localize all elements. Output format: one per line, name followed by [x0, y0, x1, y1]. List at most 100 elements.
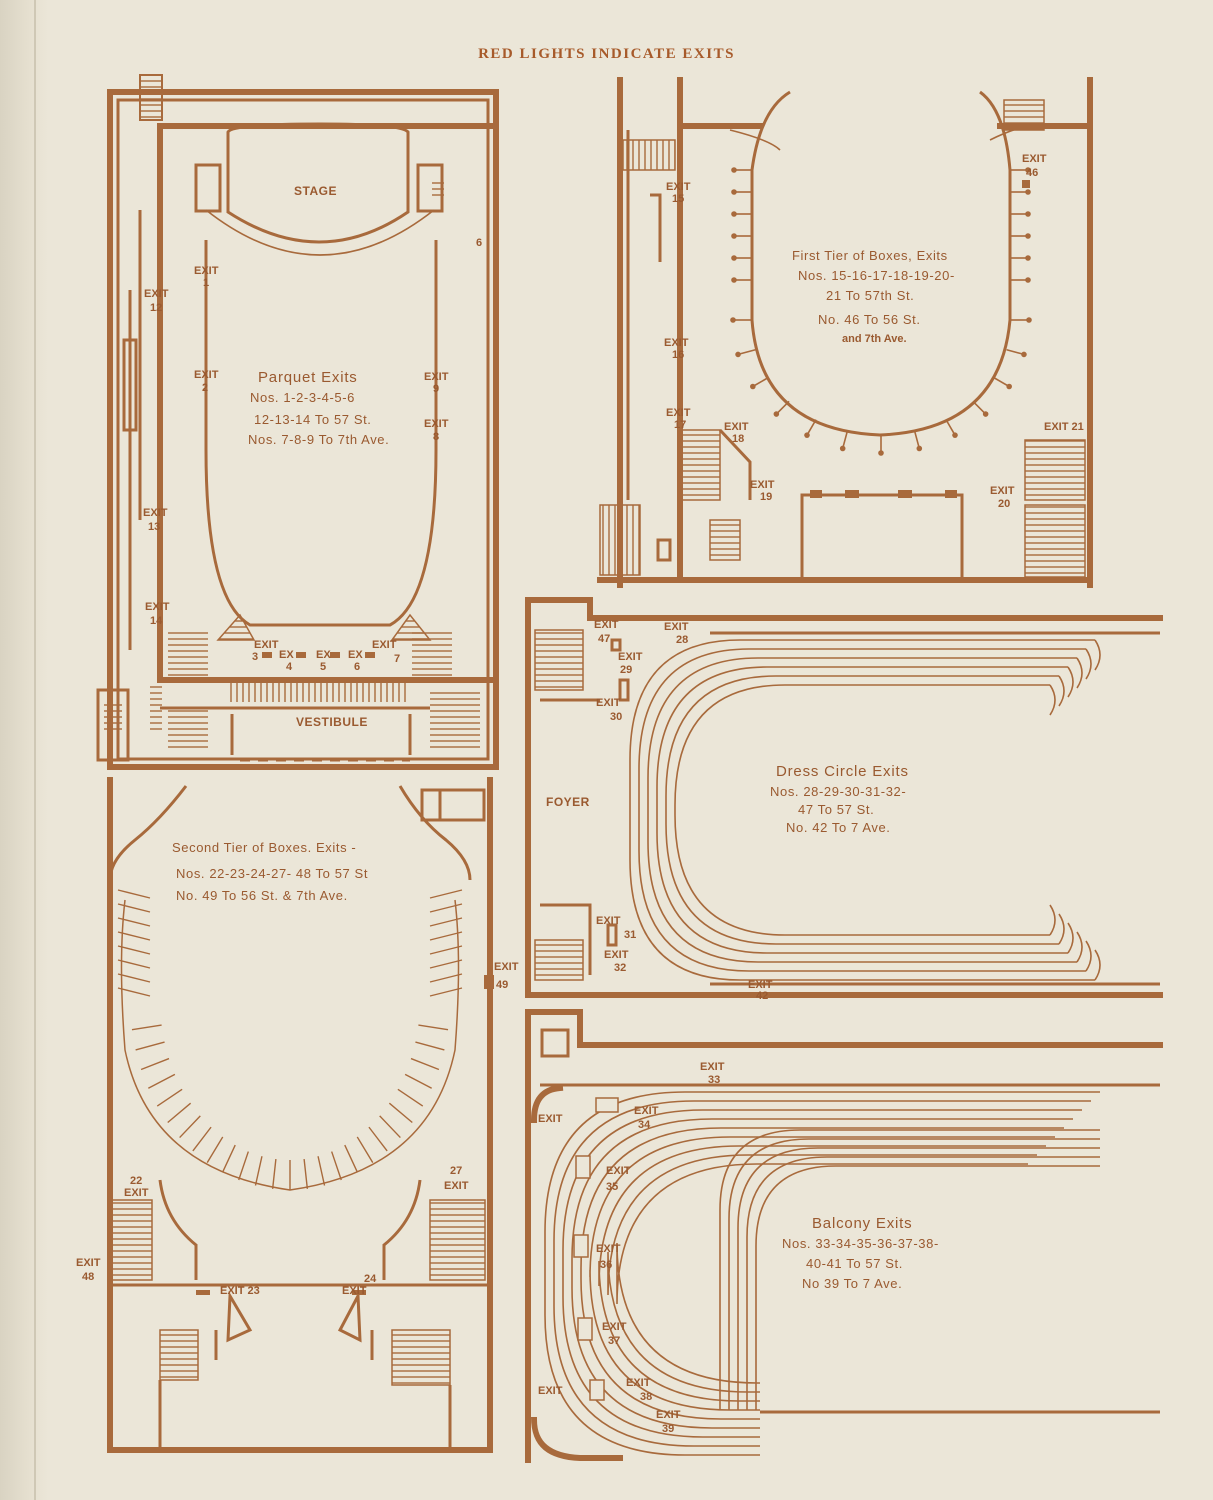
box-light	[952, 432, 958, 438]
exit-door	[577, 1317, 593, 1341]
seating-row-inner	[719, 1129, 1100, 1410]
box-partition	[754, 376, 769, 387]
exit-24-number: 24	[364, 1273, 377, 1285]
box-light	[804, 432, 810, 438]
box-partition	[1006, 348, 1023, 355]
exit-22-number: 22	[130, 1175, 142, 1187]
binding-fold-line	[34, 0, 36, 1500]
exit-30-label: EXIT	[596, 697, 621, 709]
box-partition	[368, 1126, 388, 1152]
balcony-exit-left-top: EXIT	[538, 1113, 563, 1125]
balcony-plan	[525, 1009, 1163, 1463]
exit-5-number: 5	[320, 661, 326, 673]
balcony-title: Balcony Exits	[812, 1215, 912, 1232]
box-partition	[993, 376, 1008, 387]
box-partition	[429, 987, 463, 997]
exit-8-label: EXIT	[424, 418, 449, 430]
box-light	[916, 445, 923, 452]
exit-27-label: EXIT	[444, 1180, 469, 1192]
box-partition	[131, 1024, 162, 1031]
exit-1-label: EXIT	[194, 265, 219, 277]
dress-circle-line2: 47 To 57 St.	[798, 802, 874, 817]
box-light	[731, 189, 737, 195]
exit-6-number: 6	[354, 661, 360, 673]
box-partition	[221, 1144, 236, 1173]
box-partition	[429, 903, 463, 913]
row-end	[1076, 931, 1083, 963]
second-tier-line2: No. 49 To 56 St. & 7th Ave.	[176, 888, 348, 903]
box-light	[839, 445, 846, 452]
parquet-plan	[96, 74, 499, 770]
row-end	[1067, 666, 1074, 698]
box-partition	[331, 1151, 342, 1181]
box-partition	[156, 1088, 183, 1107]
box-partition	[913, 430, 920, 447]
balcony-line3: No 39 To 7 Ave.	[802, 1276, 902, 1291]
dress-circle-seating-rows	[629, 639, 1101, 981]
box-partition	[404, 1073, 432, 1089]
box-partition	[271, 1158, 277, 1189]
exit-13-label: EXIT	[143, 507, 168, 519]
exit-31-label: EXIT	[596, 915, 621, 927]
exit-32-label: EXIT	[604, 949, 629, 961]
exit-27-number: 27	[450, 1165, 462, 1177]
box-partition	[739, 348, 756, 355]
box-light	[731, 255, 737, 261]
exit-20-number: 20	[998, 498, 1010, 510]
second-tier-outline	[120, 899, 460, 1191]
box-light	[731, 233, 737, 239]
exit-7-number: 7	[394, 653, 400, 665]
box-light	[1025, 167, 1031, 173]
exit-23-label: EXIT 23	[220, 1285, 260, 1297]
box-partition	[117, 973, 151, 983]
row-end	[1049, 904, 1056, 936]
exit-48-label: EXIT	[76, 1257, 101, 1269]
box-partition	[117, 931, 151, 941]
balcony-line2: 40-41 To 57 St.	[806, 1256, 903, 1271]
exit-door	[589, 1379, 605, 1401]
dress-circle-title: Dress Circle Exits	[776, 763, 909, 780]
first-tier-line3: No. 46 To 56 St.	[818, 312, 921, 327]
box-partition	[117, 987, 151, 997]
second-tier-line1: Nos. 22-23-24-27- 48 To 57 St	[176, 866, 368, 881]
exit-18-label: EXIT	[724, 421, 749, 433]
exit-28-label: EXIT	[664, 621, 689, 633]
exit-door	[575, 1155, 591, 1179]
balcony-exit-left-bottom: EXIT	[538, 1385, 563, 1397]
box-light	[731, 167, 737, 173]
box-partition	[429, 973, 463, 983]
box-partition	[429, 959, 463, 969]
exit-29-label: EXIT	[618, 651, 643, 663]
box-partition	[254, 1156, 263, 1186]
exit-door	[595, 1097, 619, 1113]
box-light	[1025, 233, 1031, 239]
exit-12-label: EXIT	[144, 288, 169, 300]
box-partition	[972, 400, 985, 414]
exit-15-label: EXIT	[666, 181, 691, 193]
first-tier-line4: and 7th Ave.	[842, 333, 907, 345]
dress-circle-line1: Nos. 28-29-30-31-32-	[770, 784, 906, 799]
exit-37-label: EXIT	[602, 1321, 627, 1333]
seating-row-inner	[728, 1138, 1100, 1410]
box-partition	[148, 1073, 176, 1089]
exit-48-number: 48	[82, 1271, 94, 1283]
exit-22-label: EXIT	[124, 1187, 149, 1199]
seating-row	[674, 684, 1050, 936]
box-partition	[238, 1151, 249, 1181]
dress-circle-plan	[525, 597, 1163, 998]
exit-2-label: EXIT	[194, 369, 219, 381]
row-end	[1058, 675, 1065, 707]
exit-12-number: 12	[150, 302, 162, 314]
exit-46-number: 46	[1026, 167, 1038, 179]
box-light	[1025, 211, 1031, 217]
exit-19-number: 19	[760, 491, 772, 503]
exit-4-number: 4	[286, 661, 293, 673]
page-title: RED LIGHTS INDICATE EXITS	[478, 46, 735, 62]
exit-17-label: EXIT	[666, 407, 691, 419]
seating-row	[656, 666, 1068, 954]
box-light	[1025, 189, 1031, 195]
foyer-label: FOYER	[546, 795, 590, 809]
box-light	[731, 277, 737, 283]
exit-14-number: 14	[150, 615, 163, 627]
